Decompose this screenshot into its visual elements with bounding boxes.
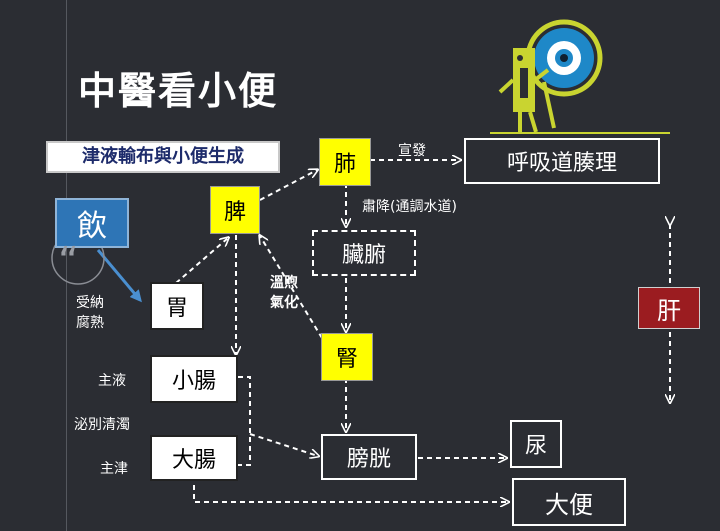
node-stomach: 胃 [150, 282, 204, 330]
label-receive-2: 腐熟 [76, 315, 104, 331]
node-spleen: 脾 [210, 186, 260, 234]
magnifier-mascot-icon [490, 19, 670, 134]
label-warm-1: 溫煦 [270, 275, 298, 291]
label-zhu-jin: 主津 [100, 461, 128, 477]
line-small-to-large-intestine [238, 376, 251, 466]
node-urine: 尿 [510, 420, 562, 468]
left-divider-line [66, 0, 67, 531]
node-small-intestine: 小腸 [150, 355, 238, 403]
label-separate: 泌別清濁 [74, 417, 130, 433]
label-zhu-ye: 主液 [98, 373, 126, 389]
label-warm-2: 氣化 [270, 295, 298, 311]
arrow-spleen-to-lung [259, 170, 317, 201]
node-kidney: 腎 [321, 333, 373, 381]
label-disperse: 宣發 [398, 143, 426, 159]
node-liver: 肝 [638, 287, 700, 329]
arrow-large-intestine-to-stool [193, 476, 508, 502]
arrow-stomach-to-spleen [175, 238, 228, 284]
node-drink: 飲 [55, 198, 129, 248]
arrow-kidney-to-spleen [260, 236, 323, 339]
arrow-large-intestine-to-bladder [249, 433, 318, 456]
label-receive-1: 受納 [76, 295, 104, 311]
node-breathing: 呼吸道腠理 [464, 138, 660, 184]
node-large-intestine: 大腸 [150, 435, 238, 481]
node-stool: 大便 [512, 478, 626, 526]
label-descend: 肅降(通調水道) [362, 199, 457, 215]
diagram-subtitle: 津液輸布與小便生成 [46, 141, 280, 173]
quote-mark: “ [58, 239, 79, 285]
page-title: 中醫看小便 [78, 69, 279, 113]
arrow-drink-to-stomach [96, 249, 142, 303]
node-lung: 肺 [319, 138, 371, 186]
node-zangfu: 臟腑 [312, 230, 416, 276]
node-bladder: 膀胱 [321, 434, 417, 480]
